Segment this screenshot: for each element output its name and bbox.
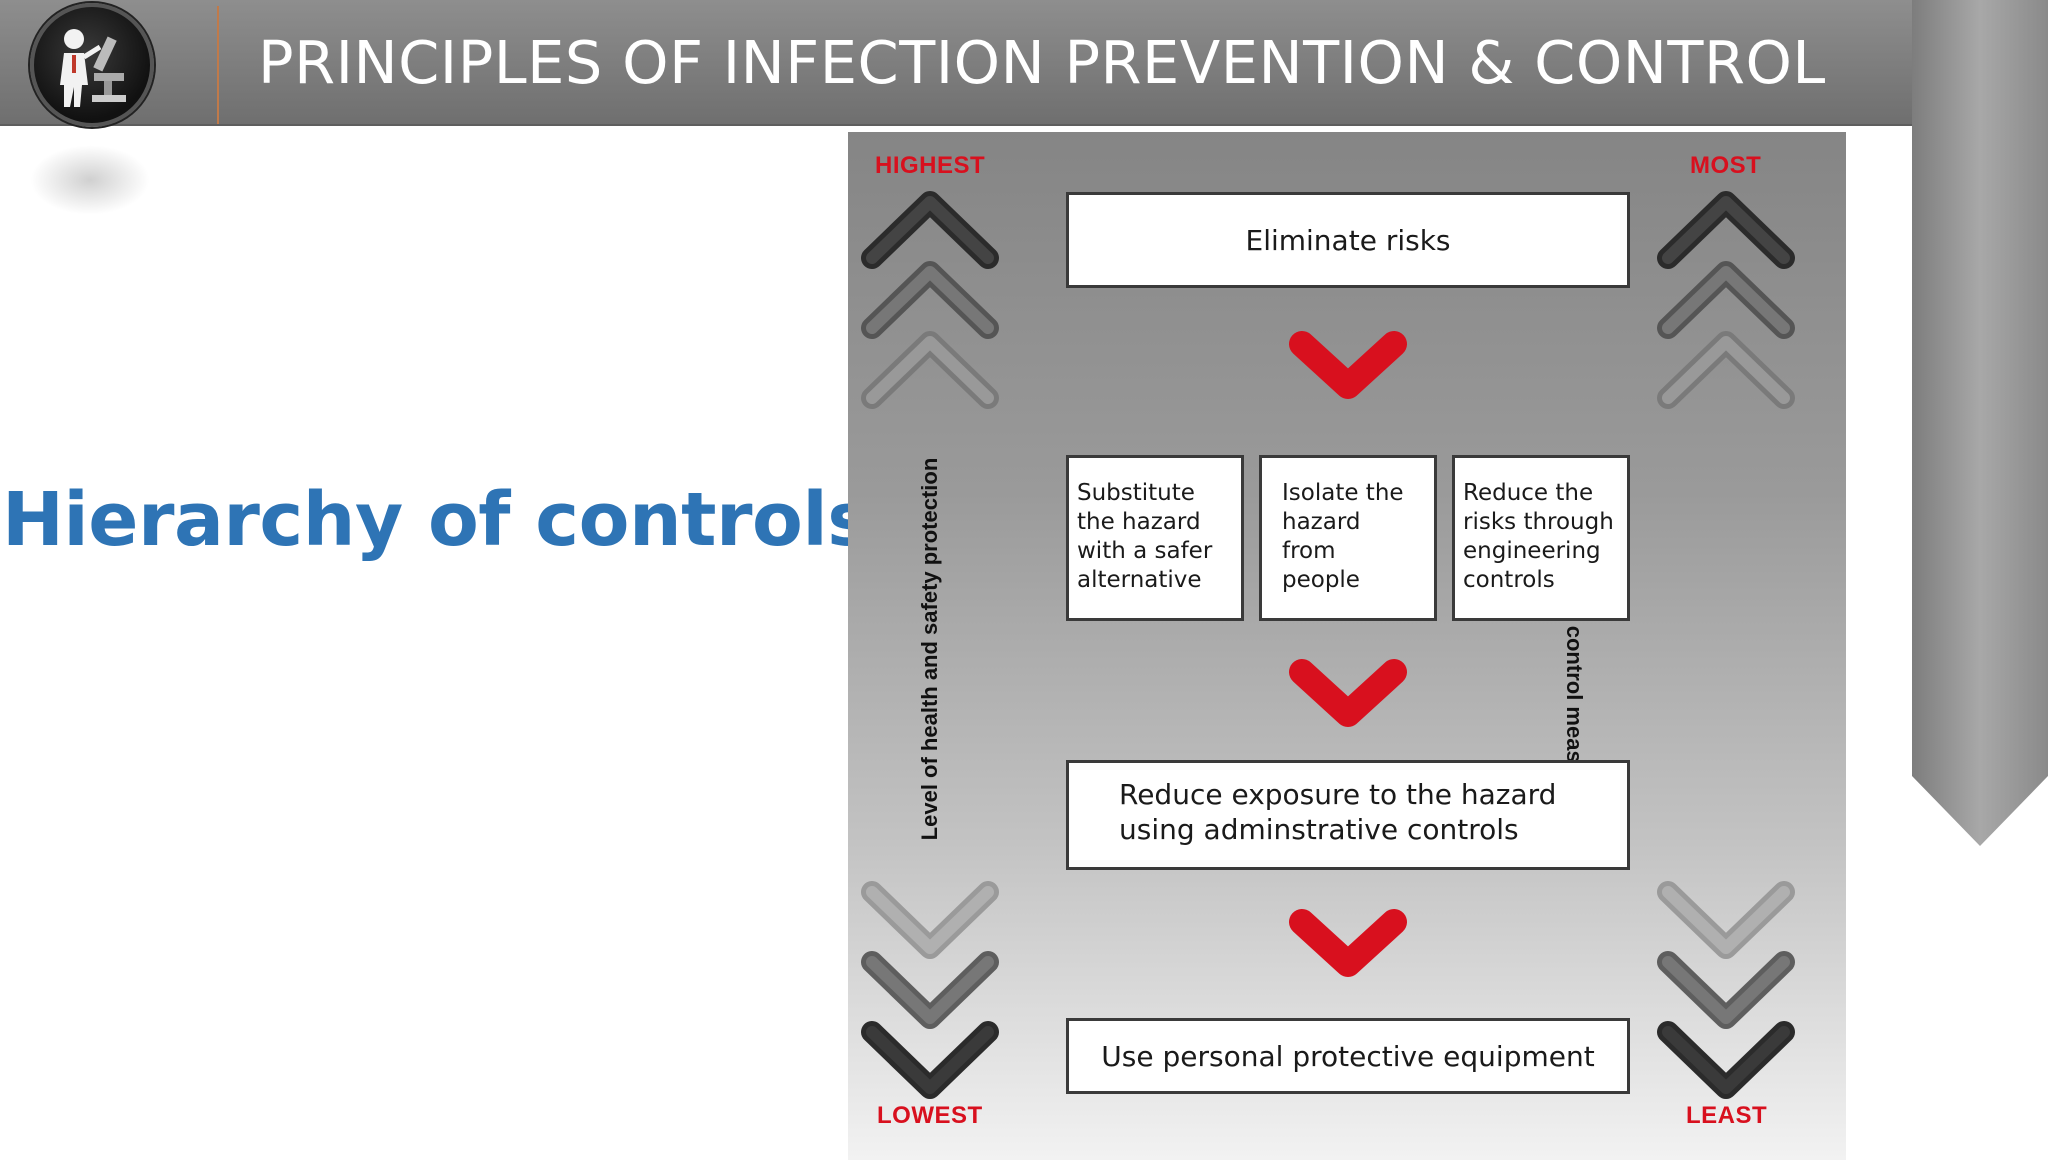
eliminate-risks-box: Eliminate risks [1066, 192, 1630, 288]
header-divider [217, 6, 219, 124]
header-bar: PRINCIPLES OF INFECTION PREVENTION & CON… [0, 0, 1912, 127]
engineering-box: Reduce the risks through engineering con… [1452, 455, 1630, 621]
hierarchy-diagram: HIGHEST MOST LOWEST LEAST Le [848, 132, 1846, 1160]
least-label: LEAST [1686, 1102, 1768, 1129]
ppe-box: Use personal protective equipment [1066, 1018, 1630, 1094]
substitute-text: Substitute the hazard with a safer alter… [1077, 480, 1213, 593]
highest-label: HIGHEST [875, 152, 986, 179]
lowest-label: LOWEST [877, 1102, 983, 1129]
substitute-box: Substitute the hazard with a safer alter… [1066, 455, 1244, 621]
isolate-text: Isolate the hazard from people [1282, 480, 1404, 593]
right-up-chevrons-icon [1657, 191, 1795, 409]
engineering-text: Reduce the risks through engineering con… [1463, 480, 1614, 593]
left-down-chevrons-icon [861, 881, 999, 1099]
left-axis-label: Level of health and safety protection [917, 457, 942, 841]
administrative-text: Reduce exposure to the hazard using admi… [1119, 778, 1557, 846]
left-up-chevrons-icon [861, 191, 999, 409]
blurred-graphic [30, 145, 150, 215]
ppe-text: Use personal protective equipment [1101, 1039, 1595, 1073]
red-down-arrow-2-icon [1289, 659, 1407, 727]
administrative-box: Reduce exposure to the hazard using admi… [1066, 760, 1630, 870]
slide-title: Hierarchy of controls [2, 477, 871, 563]
red-down-arrow-3-icon [1289, 909, 1407, 977]
decorative-ribbon [1912, 0, 2048, 846]
isolate-box: Isolate the hazard from people [1259, 455, 1437, 621]
right-down-chevrons-icon [1657, 881, 1795, 1099]
most-label: MOST [1690, 152, 1762, 179]
scientist-microscope-logo-icon [30, 3, 154, 127]
red-down-arrow-1-icon [1289, 331, 1407, 399]
page-title: PRINCIPLES OF INFECTION PREVENTION & CON… [258, 28, 1826, 97]
eliminate-risks-text: Eliminate risks [1245, 223, 1451, 257]
